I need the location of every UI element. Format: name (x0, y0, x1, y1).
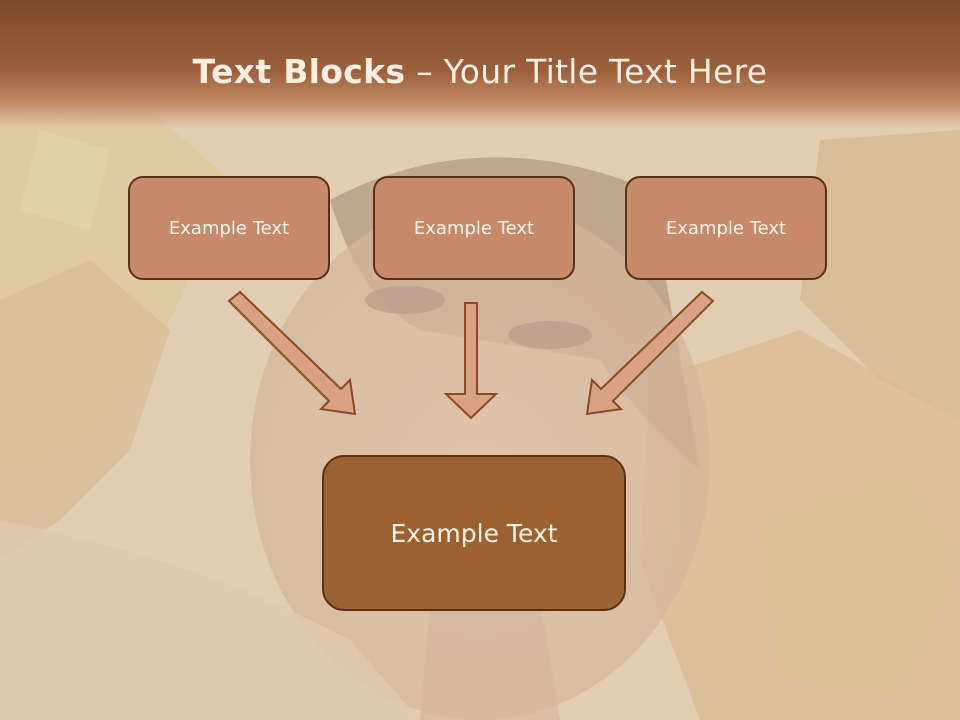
text-box-right[interactable]: Example Text (625, 176, 827, 280)
title-bold-part: Text Blocks (192, 52, 406, 91)
text-box-middle[interactable]: Example Text (373, 176, 575, 280)
title-rest-part: – Your Title Text Here (405, 52, 768, 91)
arrow-right-icon (585, 290, 715, 416)
text-box-left[interactable]: Example Text (128, 176, 330, 280)
text-box-bottom[interactable]: Example Text (322, 455, 626, 611)
slide-title[interactable]: Text Blocks – Your Title Text Here (0, 52, 960, 91)
arrow-down-icon (443, 302, 499, 420)
arrow-left-icon (227, 290, 357, 416)
title-banner (0, 0, 960, 128)
